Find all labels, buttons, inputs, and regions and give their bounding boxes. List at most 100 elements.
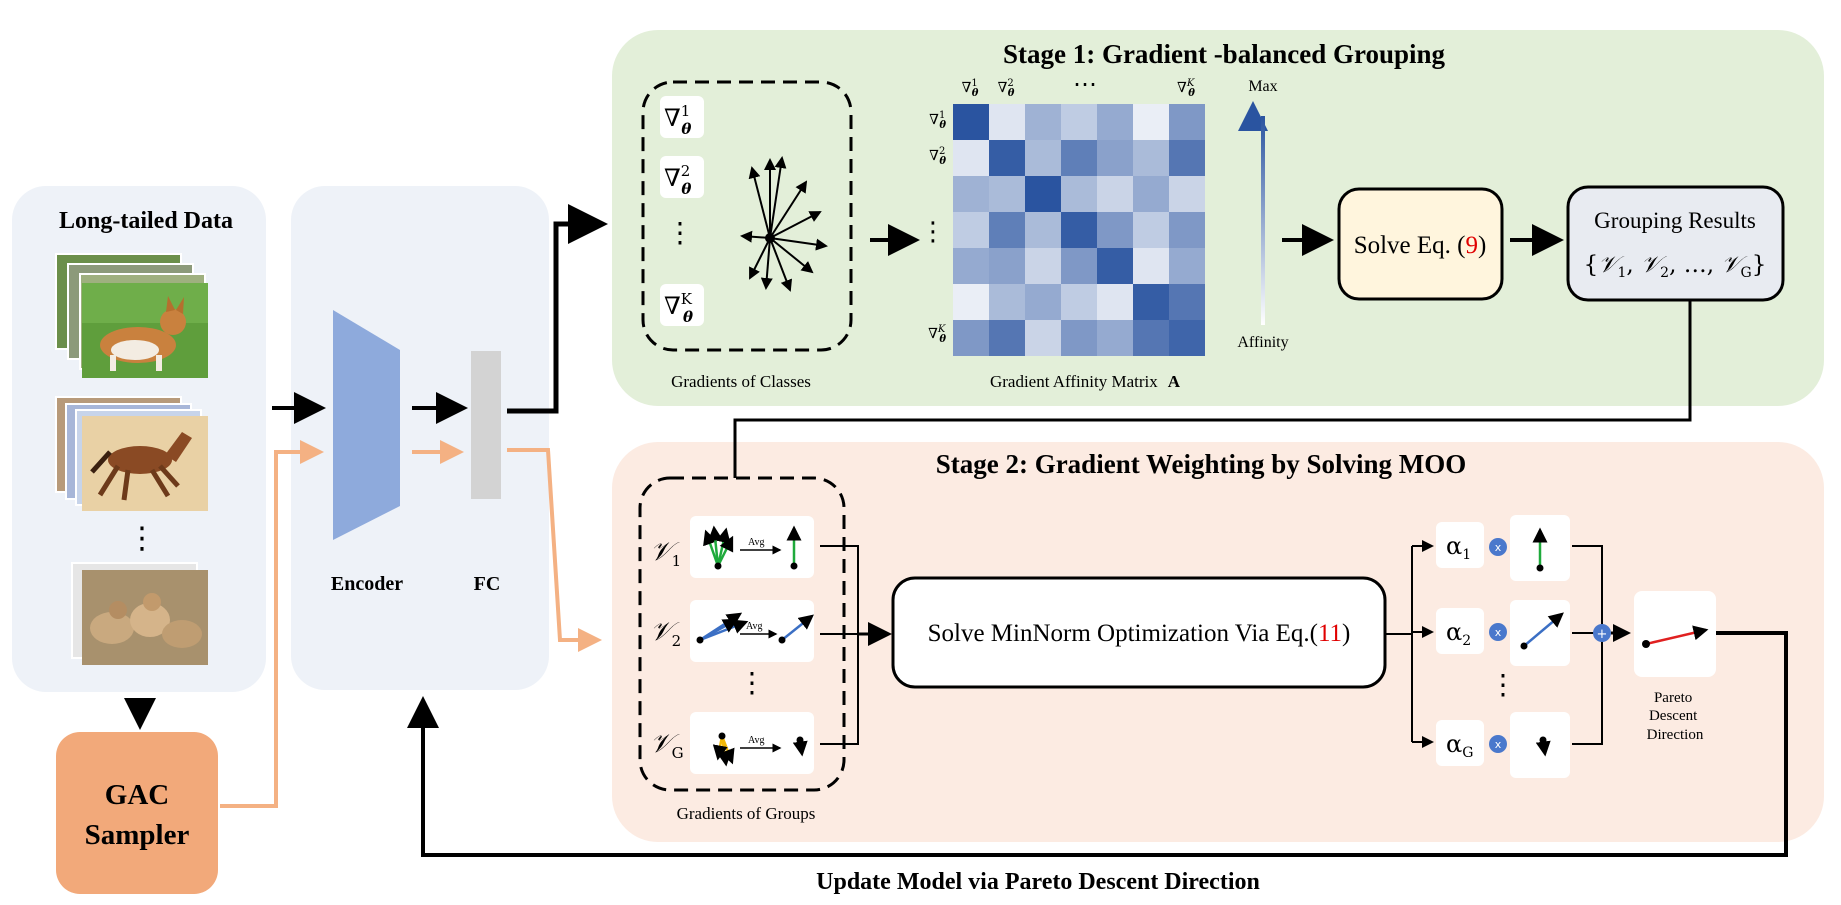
matrix-cell [1025, 140, 1061, 176]
multiply-icon-1 [1489, 538, 1507, 556]
matrix-cell [1025, 176, 1061, 212]
matrix-cell [953, 248, 989, 284]
gac-sampler-label-line2: Sampler [85, 819, 190, 851]
weight-row-2: α2 x [1436, 600, 1570, 666]
feedback-caption: Update Model via Pareto Descent Directio… [816, 869, 1260, 895]
grouping-results-set: {𝒱1, 𝒱2, …, 𝒱G} [1584, 252, 1767, 281]
matrix-cell [1169, 248, 1205, 284]
group-merge-lines [820, 545, 859, 745]
matrix-cell [1169, 212, 1205, 248]
matrix-cell [1133, 320, 1169, 356]
matrix-row-ellipsis: ⋮ [920, 217, 946, 247]
grouping-results-box [1566, 185, 1785, 302]
minnorm-label: Solve MinNorm Optimization Via Eq.(11) [928, 620, 1351, 647]
matrix-cell [953, 212, 989, 248]
colorbar-min-label: Affinity [1237, 334, 1288, 351]
group-2-avg-vector [781, 614, 814, 641]
matrix-cell [1025, 320, 1061, 356]
group-symbol-1: 𝒱1 [650, 537, 681, 570]
matrix-cell [1097, 140, 1133, 176]
matrix-cell [1133, 248, 1169, 284]
group-2-gradient-bundle [696, 612, 749, 644]
matrix-cell [1097, 284, 1133, 320]
gac-sampler-label-line1: GAC [105, 779, 169, 811]
matrix-cell [1025, 212, 1061, 248]
matrix-cell [1097, 320, 1133, 356]
sum-icon [1593, 624, 1611, 642]
weight-ellipsis: ⋮ [1489, 668, 1517, 701]
class-gradient-ellipsis: ⋮ [666, 216, 694, 249]
matrix-cell [953, 176, 989, 212]
class-gradient-vectors [740, 156, 828, 292]
multiply-symbol-2: x [1495, 626, 1502, 639]
orange-arrow-fc-to-stage2 [507, 448, 602, 652]
encoder-shape [333, 310, 400, 540]
group-row-1: 𝒱1 Avg [650, 516, 814, 578]
arrow-fc-to-stage1 [507, 204, 608, 414]
weight-alpha-2: α2 [1446, 618, 1471, 649]
matrix-cell [989, 104, 1025, 140]
matrix-cell [1061, 212, 1097, 248]
pareto-caption: Pareto Descent Direction [1647, 690, 1704, 743]
fc-label: FC [474, 573, 501, 595]
weight-row-g: αG x [1436, 712, 1570, 778]
matrix-cell [1169, 284, 1205, 320]
orange-path-gac-to-encoder [220, 440, 324, 808]
matrix-cell [989, 140, 1025, 176]
matrix-cell [1133, 212, 1169, 248]
multiply-symbol-1: x [1495, 541, 1502, 554]
matrix-cell [1025, 104, 1061, 140]
model-panel [291, 186, 549, 690]
matrix-cell [1133, 284, 1169, 320]
matrix-cell [1169, 104, 1205, 140]
pareto-caption-line2: Descent [1649, 708, 1698, 724]
group-row-2: 𝒱2 Avg [650, 600, 814, 662]
matrix-cell [989, 176, 1025, 212]
minnorm-box [891, 576, 1387, 689]
matrix-cell [1061, 284, 1097, 320]
group-1-gradient-bundle [703, 525, 734, 570]
sum-symbol: + [1597, 627, 1608, 642]
matrix-col-ellipsis: ⋯ [1073, 70, 1097, 98]
gradients-of-classes-caption: Gradients of Classes [671, 372, 811, 391]
matrix-cell [1097, 176, 1133, 212]
meerkat-image-stack [71, 562, 208, 665]
matrix-cell [1169, 320, 1205, 356]
gradients-of-groups-caption: Gradients of Groups [677, 804, 816, 823]
group-g-gradient-bundle [712, 732, 735, 767]
matrix-cell [1025, 284, 1061, 320]
weight-alpha-1: α1 [1446, 532, 1471, 563]
group-row-g: 𝒱G Avg [650, 712, 814, 774]
connector-grouping-to-groups [733, 300, 1692, 478]
colorbar-max-label: Max [1248, 78, 1277, 95]
matrix-cell [1061, 320, 1097, 356]
matrix-cell [989, 320, 1025, 356]
matrix-cell [1133, 104, 1169, 140]
matrix-cell [1097, 248, 1133, 284]
matrix-cell [1061, 140, 1097, 176]
weight-row-1: α1 x [1436, 515, 1570, 581]
grouping-results-title: Grouping Results [1594, 208, 1756, 233]
pareto-caption-line1: Pareto [1654, 690, 1692, 706]
pareto-direction-box [1634, 591, 1716, 677]
matrix-cell [989, 248, 1025, 284]
feedback-loop-arrow [407, 631, 1788, 857]
data-ellipsis: ⋮ [127, 521, 157, 556]
weighted-gradient-2 [1523, 612, 1564, 647]
matrix-cell [1061, 248, 1097, 284]
matrix-cell [1025, 248, 1061, 284]
gac-sampler-box [56, 732, 218, 894]
dog-image-stack [55, 253, 208, 378]
matrix-cell [1169, 176, 1205, 212]
matrix-cell [953, 284, 989, 320]
